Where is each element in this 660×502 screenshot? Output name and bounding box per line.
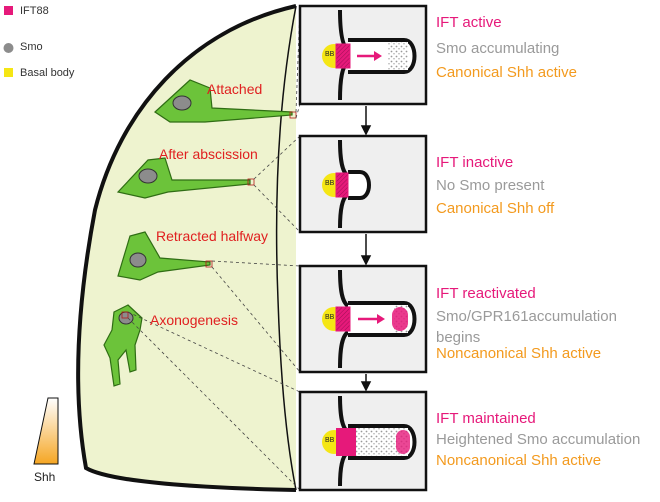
neuron-attached xyxy=(154,79,293,123)
panel-2-smo-status: No Smo present xyxy=(436,177,545,194)
panel-1 xyxy=(298,4,428,106)
legend-swatch-basal-body xyxy=(4,68,13,77)
legend-swatch-smo xyxy=(3,43,14,53)
neuron-retracted-halfway xyxy=(117,231,211,281)
transport-arrow-head xyxy=(377,314,385,324)
cilium-marker-2 xyxy=(247,178,255,186)
stage-label-attached: Attached xyxy=(207,81,263,97)
ift88-complex xyxy=(335,172,349,198)
tissue-fill xyxy=(78,6,296,490)
neuron-soma xyxy=(103,304,143,387)
bb-label: BB xyxy=(325,314,335,321)
bb-label: BB xyxy=(325,437,335,444)
panel-4-shh-status: Noncanonical Shh active xyxy=(436,452,602,469)
neuron-axonogenesis xyxy=(103,304,143,387)
stage-label-retracted-halfway: Retracted halfway xyxy=(156,228,269,244)
panel-frame xyxy=(298,134,428,234)
cilium-membrane xyxy=(338,330,350,369)
nucleus xyxy=(129,252,147,268)
ift88-complex xyxy=(335,43,351,69)
panel-4-smo-status: Heightened Smo accumulation xyxy=(436,431,641,448)
panel-1-ift-status: IFT active xyxy=(436,14,502,31)
panel-4-ift-status: IFT maintained xyxy=(436,410,536,427)
cilium-markers xyxy=(121,111,297,319)
panel-3-shh-status: Noncanonical Shh active xyxy=(436,345,602,362)
legend-label-smo: Smo xyxy=(20,41,43,53)
ift88-complex xyxy=(336,428,356,456)
ventricle-border xyxy=(275,5,297,491)
panel-arrows xyxy=(360,106,372,392)
cilium-marker-3 xyxy=(205,260,213,268)
cilium-marker-1 xyxy=(289,111,297,119)
connector-lines xyxy=(127,5,301,491)
ift88-tip xyxy=(396,430,410,454)
bb-label: BB xyxy=(325,180,335,187)
nucleus xyxy=(138,168,158,184)
neuron-after-abscission xyxy=(116,157,251,199)
transport-arrow-head xyxy=(374,51,382,61)
panel-1-smo-status: Smo accumulating xyxy=(436,40,560,57)
neuron-soma xyxy=(117,231,211,281)
ift88-complex xyxy=(335,306,351,332)
panel-3-smo-status-cont: begins xyxy=(436,329,481,346)
legend xyxy=(3,6,14,77)
tissue-outline xyxy=(76,4,297,492)
cilium-stub xyxy=(348,170,371,200)
panel-3-ift-status: IFT reactivated xyxy=(436,285,536,302)
stage-label-axonogenesis: Axonogenesis xyxy=(150,312,238,328)
smo-particles xyxy=(388,42,408,70)
cilium-marker-4 xyxy=(121,311,129,319)
bb-label: BB xyxy=(325,51,335,58)
ift88-tip xyxy=(392,307,408,331)
neuron-soma xyxy=(116,157,251,199)
shh-gradient-label: Shh xyxy=(34,470,56,484)
shh-gradient xyxy=(33,397,59,465)
cilium-membrane xyxy=(338,269,350,308)
panel-3-smo-status: Smo/GPR161accumulation xyxy=(436,308,617,325)
panel-3 xyxy=(298,264,428,374)
panel-1-shh-status: Canonical Shh active xyxy=(436,64,577,81)
panel-2-shh-status: Canonical Shh off xyxy=(436,200,555,217)
stage-label-after-abscission: After abscission xyxy=(159,146,258,162)
panel-2-ift-status: IFT inactive xyxy=(436,154,514,171)
legend-label-ift88: IFT88 xyxy=(20,5,49,17)
legend-swatch-ift88 xyxy=(4,6,13,15)
panel-4 xyxy=(298,390,428,492)
panel-2 xyxy=(298,134,428,234)
neural-tube xyxy=(76,4,297,492)
legend-label-basal-body: Basal body xyxy=(20,67,75,79)
nucleus xyxy=(172,95,192,111)
